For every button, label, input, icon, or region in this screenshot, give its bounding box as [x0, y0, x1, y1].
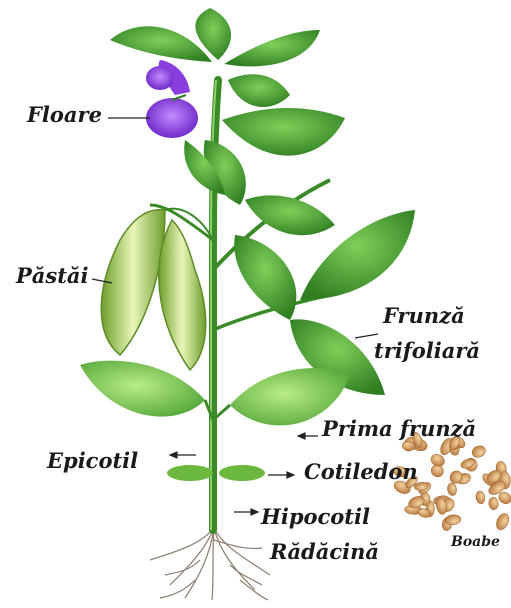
label-hipocotil: Hipocotil: [261, 506, 370, 527]
label-boabe: Boabe: [451, 535, 500, 549]
pods: [101, 209, 213, 370]
roots: [150, 528, 270, 600]
label-epicotil: Epicotil: [47, 450, 138, 471]
label-floare: Floare: [27, 104, 102, 125]
label-frunza-trifoliara-1: Frunză: [383, 305, 465, 326]
bean: [475, 490, 486, 504]
label-frunza-trifoliara-2: trifoliară: [374, 340, 480, 361]
bean: [494, 511, 511, 531]
label-radacina: Rădăcină: [270, 541, 379, 562]
label-pastai: Păstăi: [16, 265, 89, 286]
label-prima-frunza: Prima frunză: [322, 418, 476, 439]
top-leaves: [110, 8, 415, 395]
flower: [146, 60, 198, 138]
bean: [446, 482, 457, 496]
bean: [488, 497, 499, 510]
bean: [470, 444, 487, 460]
label-cotiledon: Cotiledon: [304, 461, 418, 482]
